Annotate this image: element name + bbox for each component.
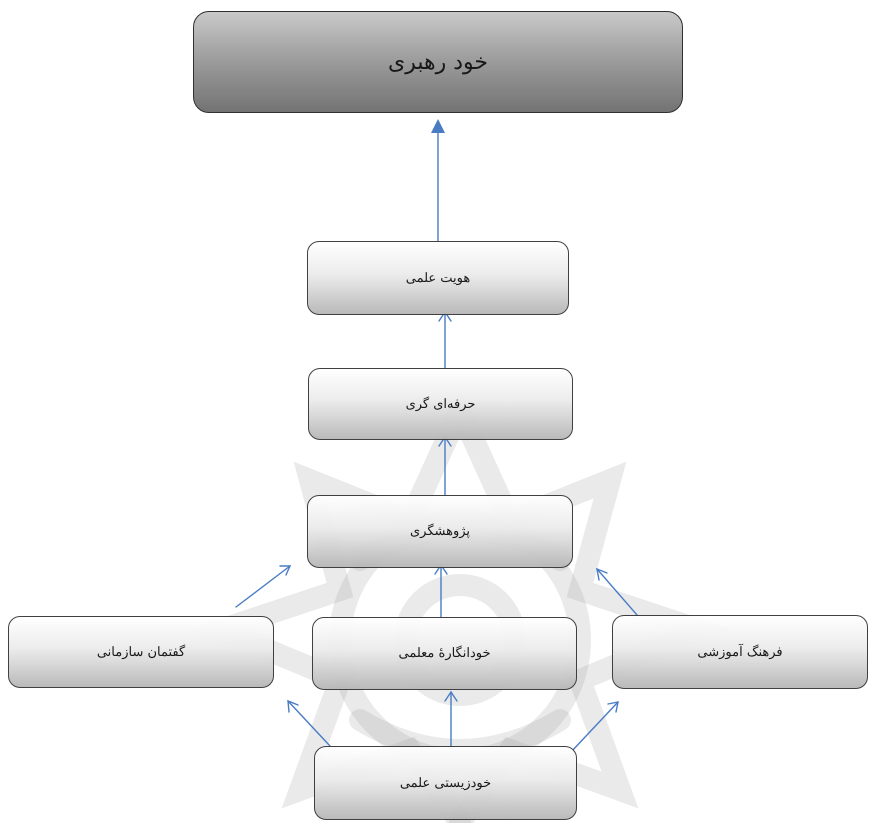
node-researchership: پژوهشگری bbox=[307, 495, 573, 568]
node-label-scientific-selfhood: خودزیستی علمی bbox=[399, 775, 492, 791]
node-label-educational-culture: فرهنگ آموزشی bbox=[697, 644, 783, 660]
node-label-professionalism: حرفه‌ای گری bbox=[405, 396, 476, 412]
arrow-head-culture-to-research bbox=[596, 567, 608, 581]
node-label-researchership: پژوهشگری bbox=[409, 524, 471, 539]
arrow-culture-to-research bbox=[596, 568, 638, 616]
node-self-leadership: خود رهبری bbox=[193, 11, 683, 113]
node-scientific-selfhood: خودزیستی علمی bbox=[314, 746, 577, 820]
node-label-organizational-discourse: گفتمان سازمانی bbox=[96, 644, 186, 660]
node-organizational-discourse: گفتمان سازمانی bbox=[8, 616, 274, 688]
node-teacher-autonomy: خودانگارۀ معلمی bbox=[312, 617, 577, 690]
node-label-scientific-identity: هویت علمی bbox=[405, 270, 471, 286]
arrow-head-selfhood-to-discourse bbox=[287, 699, 299, 713]
node-label-self-leadership: خود رهبری bbox=[388, 49, 488, 75]
arrow-head-selfhood-to-autonomy bbox=[444, 690, 458, 702]
node-label-teacher-autonomy: خودانگارۀ معلمی bbox=[398, 646, 491, 661]
node-scientific-identity: هویت علمی bbox=[307, 241, 569, 315]
arrow-selfhood-to-culture bbox=[570, 701, 619, 753]
node-educational-culture: فرهنگ آموزشی bbox=[612, 615, 868, 689]
arrow-head-discourse-to-research bbox=[279, 565, 292, 576]
node-professionalism: حرفه‌ای گری bbox=[308, 368, 573, 440]
arrow-discourse-to-research bbox=[235, 565, 291, 608]
arrow-selfhood-to-discourse bbox=[287, 700, 331, 747]
arrow-head-selfhood-to-culture bbox=[607, 701, 619, 713]
